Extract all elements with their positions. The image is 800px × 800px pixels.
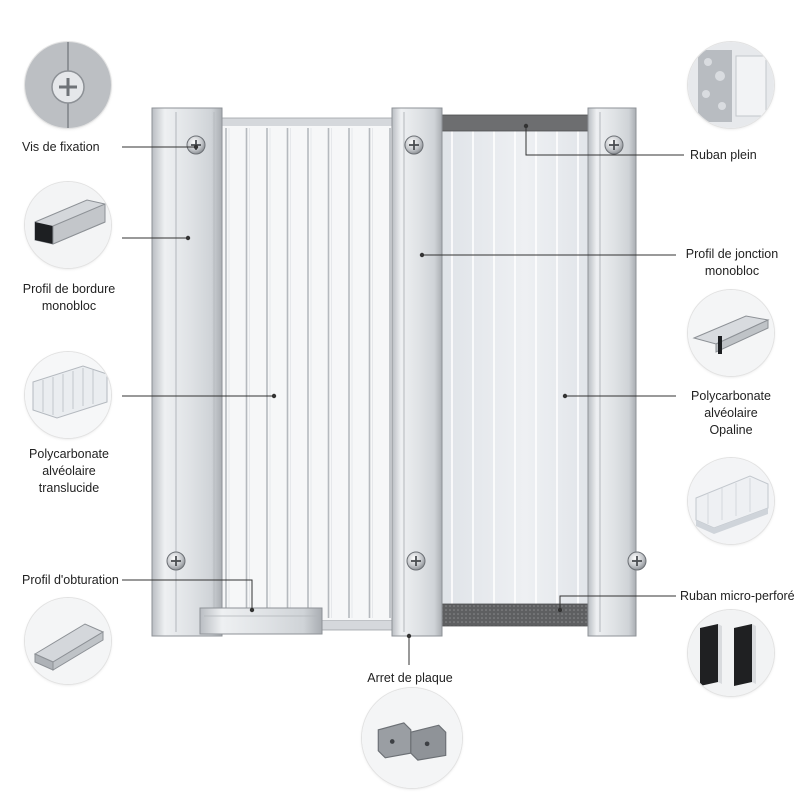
perforated-tape-strip — [439, 603, 611, 627]
translucent-polycarbonate-sheet — [218, 126, 392, 620]
label-profil-jonction: Profil de jonction monobloc — [685, 247, 779, 278]
opal-polycarbonate-sheet — [439, 124, 611, 610]
leader-lines — [122, 126, 684, 665]
screw-head — [404, 135, 424, 155]
screw-head — [627, 551, 647, 571]
opal-sheet-thumbnail-icon — [688, 458, 774, 544]
label-profil-obturation: Profil d'obturation — [22, 573, 119, 587]
solid-tape-strip — [439, 114, 611, 132]
screw-head — [604, 135, 624, 155]
label-ruban-plein: Ruban plein — [690, 148, 757, 162]
solid-tape-thumbnail-icon — [688, 42, 774, 128]
screw-head — [166, 551, 186, 571]
edge-profile-right — [587, 107, 637, 637]
label-arret-plaque: Arret de plaque — [367, 671, 453, 685]
junction-profile — [391, 107, 443, 637]
translucent-ribs — [225, 128, 394, 618]
panel-stop-thumbnail-icon — [362, 688, 462, 788]
translucent-sheet-thumbnail-icon — [25, 352, 111, 438]
closure-profile — [199, 607, 323, 635]
fixing-screws — [166, 135, 647, 571]
label-ruban-micro-perfore: Ruban micro-perforé — [680, 589, 795, 603]
label-polycarbonate-opaline: Polycarbonate alvéolaire Opaline — [691, 389, 771, 437]
screw-head — [406, 551, 426, 571]
screw-thumbnail-icon — [25, 42, 111, 128]
edge-profile-left — [151, 107, 223, 637]
label-vis-fixation: Vis de fixation — [22, 140, 100, 154]
junction-profile-thumbnail-icon — [688, 290, 774, 376]
closure-profile-thumbnail-icon — [25, 598, 111, 684]
edge-profile-thumbnail-icon — [25, 182, 111, 268]
perforated-tape-thumbnail-icon — [688, 610, 774, 696]
label-polycarbonate-translucide: Polycarbonate alvéolaire translucide — [29, 447, 109, 495]
leader-dots — [185, 123, 568, 639]
label-profil-bordure: Profil de bordure monobloc — [22, 282, 116, 313]
